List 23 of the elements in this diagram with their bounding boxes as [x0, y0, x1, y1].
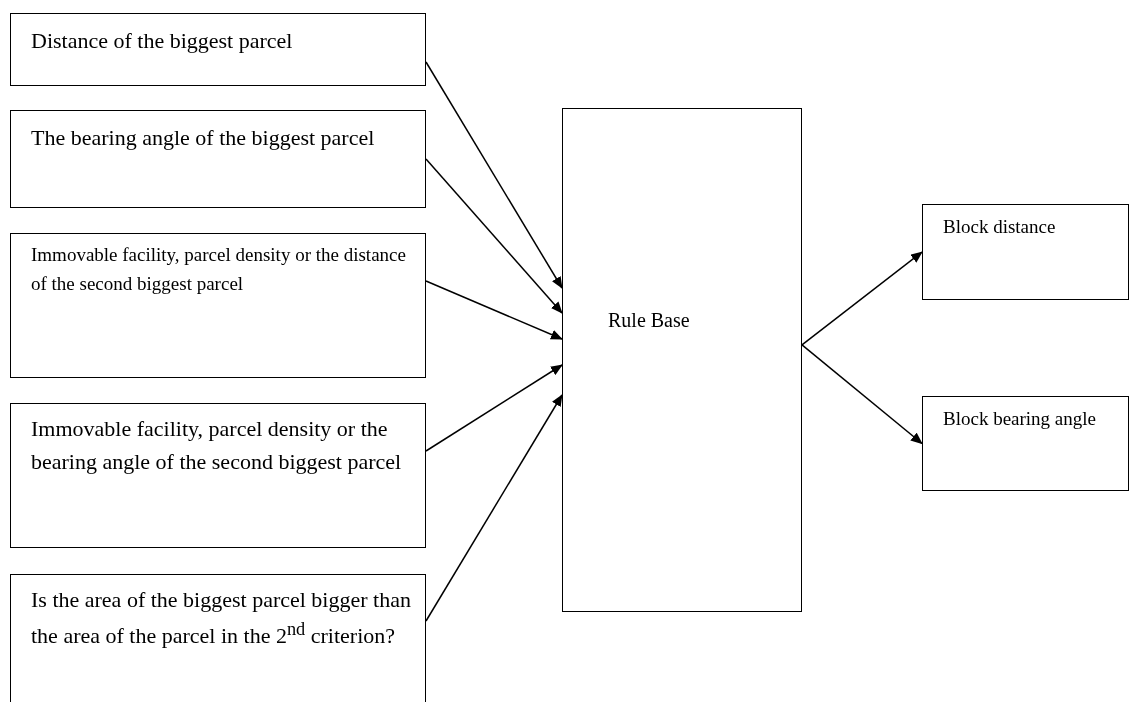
process-box	[10, 233, 426, 378]
arrow	[425, 394, 563, 622]
process-box	[10, 110, 426, 208]
box-label: Block bearing angle	[942, 407, 1097, 431]
box-label: Immovable facility, parcel density or the distance of the second biggest parcel	[30, 243, 407, 296]
box-label: Rule Base	[607, 308, 691, 333]
arrow	[801, 251, 923, 346]
box-label: Block distance	[942, 215, 1057, 239]
process-box	[922, 396, 1129, 491]
arrow	[425, 61, 563, 289]
arrow	[425, 364, 563, 452]
box-label: Distance of the biggest parcel	[30, 27, 294, 55]
process-box	[922, 204, 1129, 300]
process-box	[562, 108, 802, 612]
process-box	[10, 13, 426, 86]
process-box	[10, 574, 426, 702]
arrow	[425, 280, 563, 340]
box-label: Is the area of the biggest parcel bigger than the area of the parcel in the 2$^{nd}$ criterion?	[30, 586, 412, 651]
box-label: The bearing angle of the biggest parcel	[30, 124, 376, 152]
box-label: Immovable facility, parcel density or the bearing angle of the second biggest parcel	[30, 415, 403, 476]
process-box	[10, 403, 426, 548]
arrow	[425, 158, 563, 314]
arrow	[801, 344, 923, 445]
